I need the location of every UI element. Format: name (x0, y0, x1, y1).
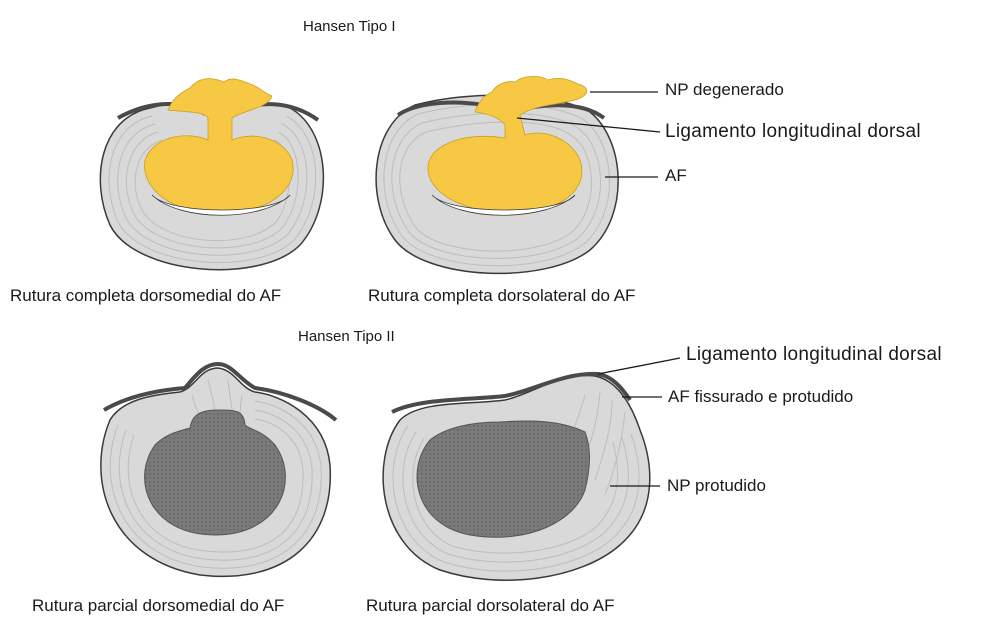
caption-top-left: Rutura completa dorsomedial do AF (10, 286, 281, 306)
caption-bottom-right: Rutura parcial dorsolateral do AF (366, 596, 615, 616)
disc-type1-dorsolateral (376, 76, 618, 273)
nucleus-pulposus-degenerate (428, 76, 587, 212)
caption-bottom-left: Rutura parcial dorsomedial do AF (32, 596, 284, 616)
disc-type2-dorsomedial (101, 364, 336, 576)
label-af-fissurado: AF fissurado e protudido (668, 387, 853, 407)
heading-hansen-type1: Hansen Tipo I (303, 17, 396, 37)
disc-type2-dorsolateral (383, 374, 650, 580)
label-ligamento-longitudinal-dorsal-bottom: Ligamento longitudinal dorsal (686, 345, 942, 365)
heading-hansen-type2: Hansen Tipo II (298, 327, 395, 347)
disc-type1-dorsomedial (100, 79, 323, 270)
nucleus-pulposus-degenerate (145, 79, 294, 213)
label-np-protudido: NP protudido (667, 476, 766, 496)
label-af: AF (665, 166, 687, 186)
label-ligamento-longitudinal-dorsal-top: Ligamento longitudinal dorsal (665, 122, 921, 142)
label-np-degenerado: NP degenerado (665, 80, 784, 100)
caption-top-right: Rutura completa dorsolateral do AF (368, 286, 635, 306)
leader-ligamento-2 (598, 358, 680, 374)
